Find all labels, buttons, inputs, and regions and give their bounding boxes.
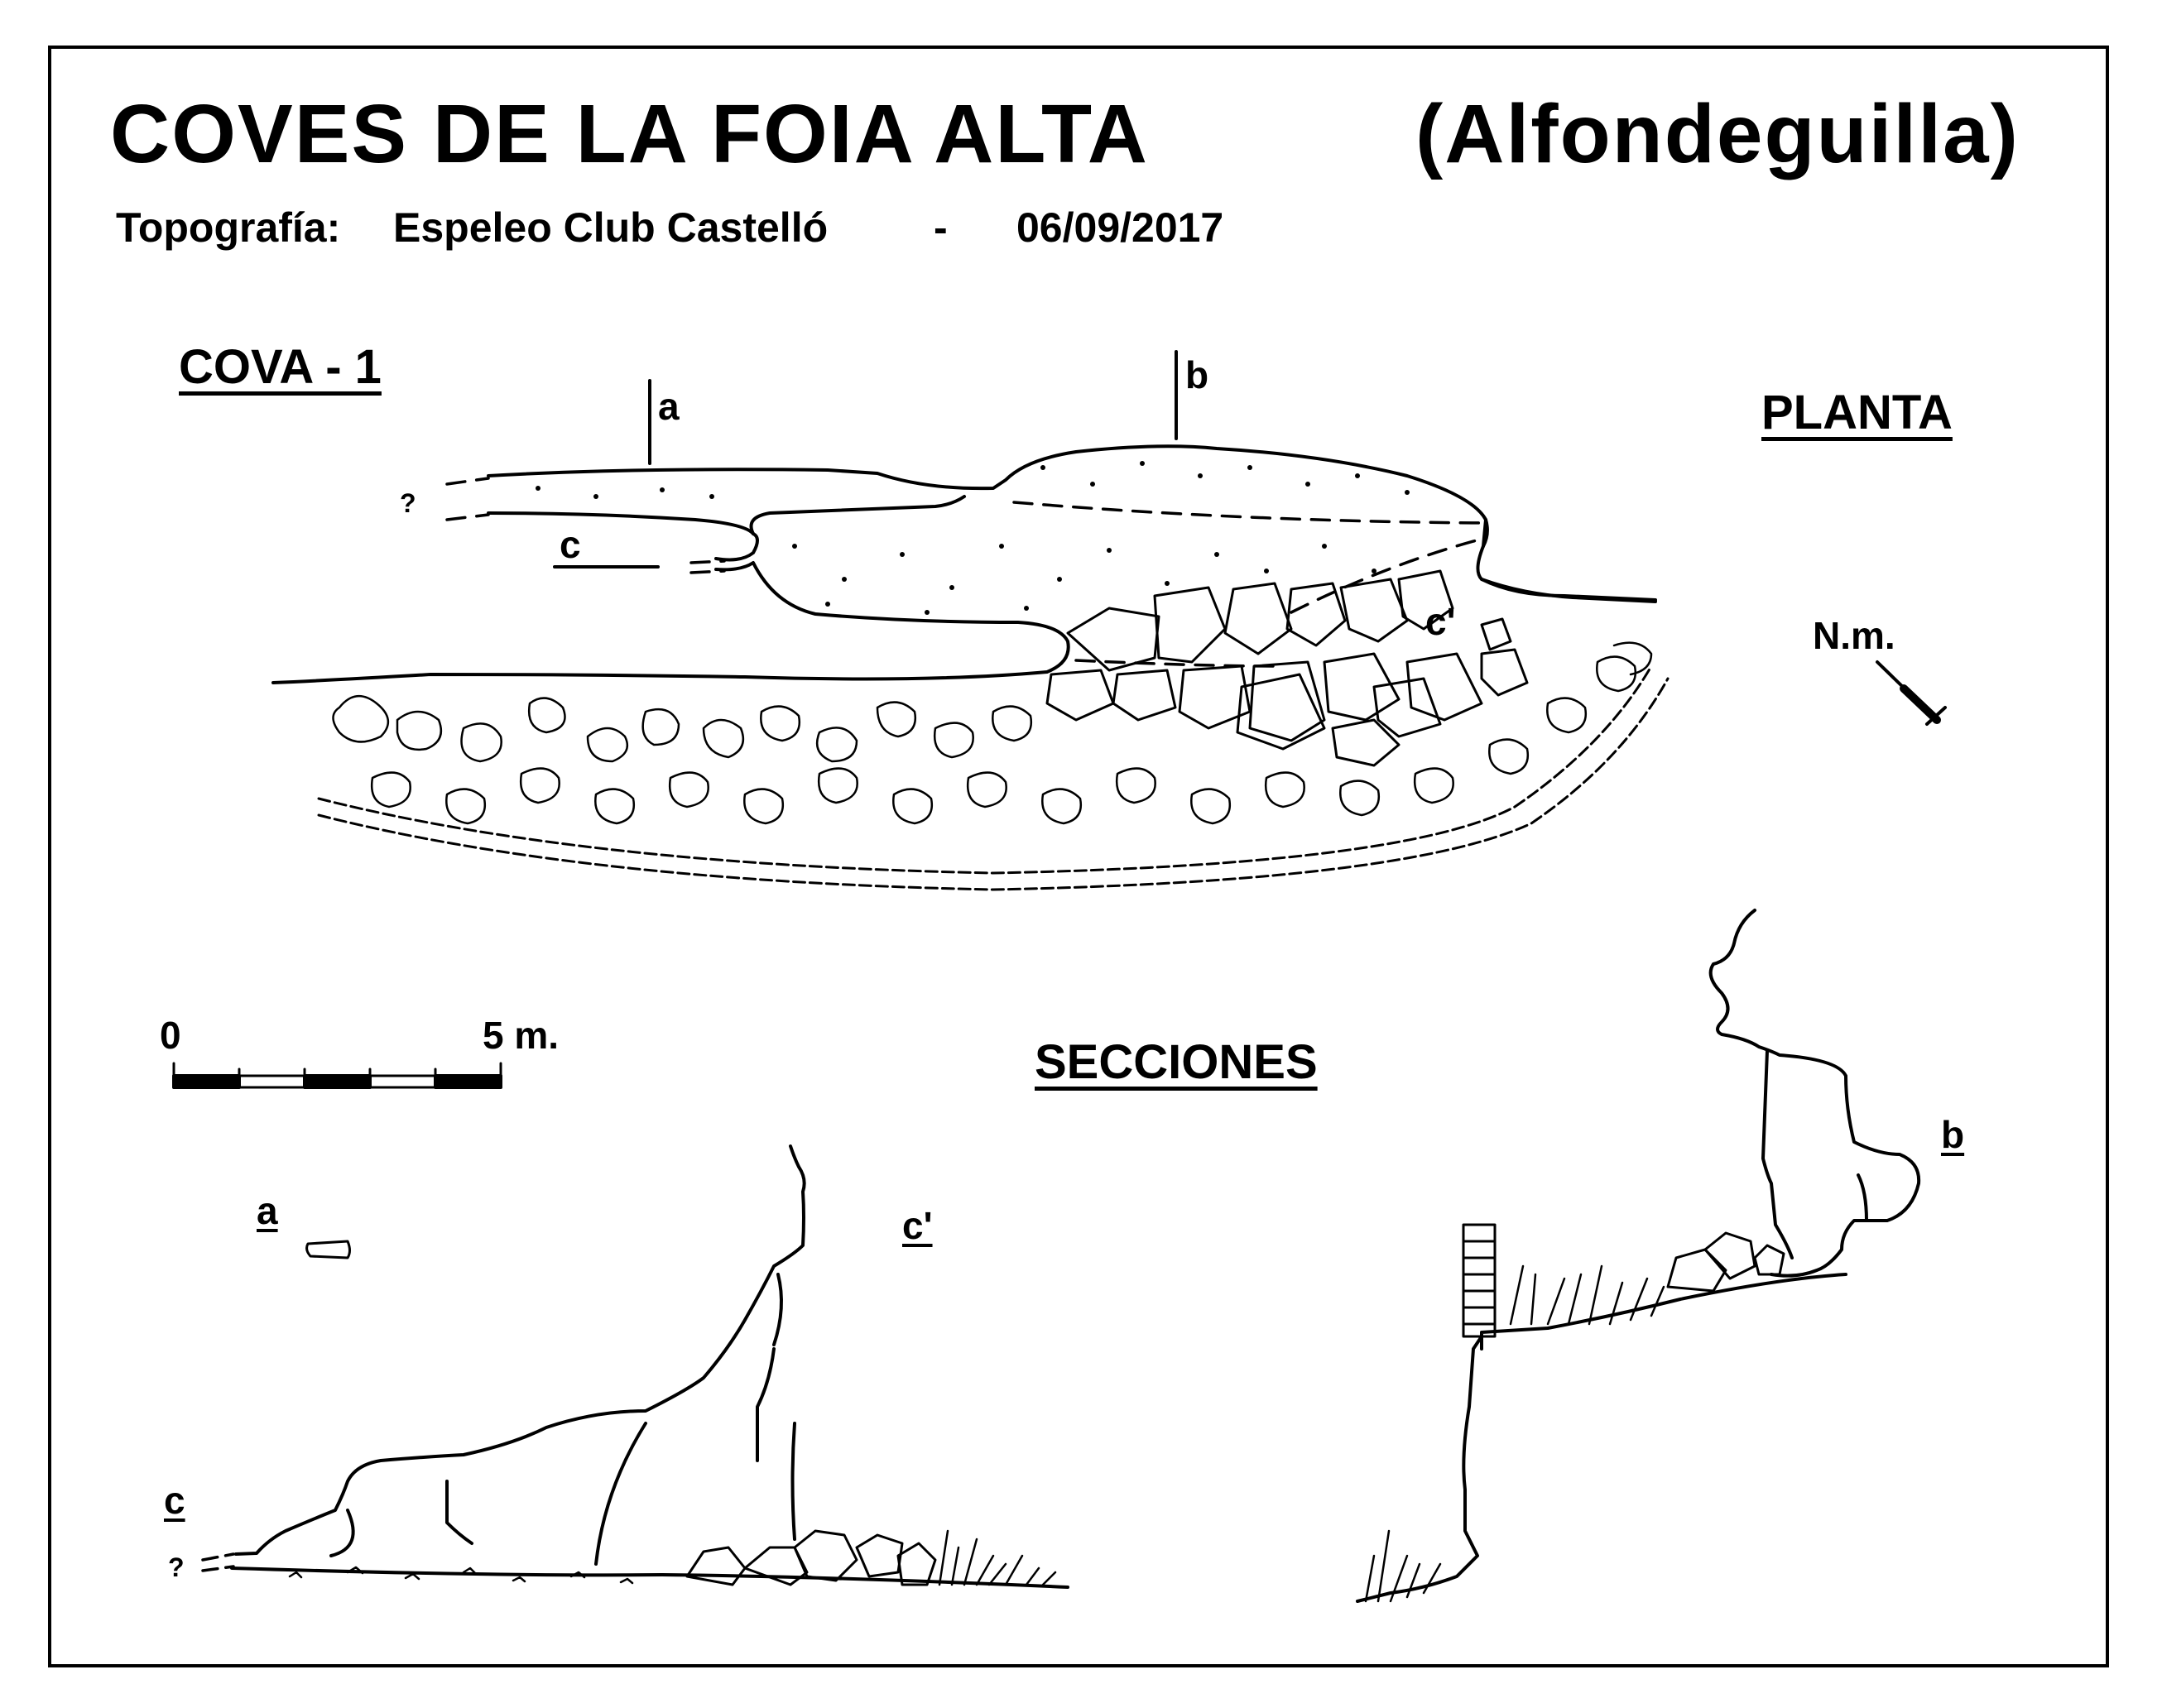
- scale-end-label: 5 m.: [483, 1014, 560, 1057]
- plan-right-outer-wall: [1480, 578, 1657, 602]
- plan-mark-c: c: [560, 523, 581, 566]
- section-a-outline: [305, 1240, 351, 1259]
- section-c-dashed: [201, 1552, 235, 1572]
- section-label-b: b: [1941, 1113, 1965, 1156]
- section-c-boulders: [685, 1529, 937, 1586]
- plan-mark-b: b: [1185, 353, 1209, 396]
- north-label: N.m.: [1813, 614, 1895, 657]
- plan-vegetation: [332, 641, 1653, 825]
- section-b-wall: [1462, 1223, 1497, 1338]
- scale-start-label: 0: [160, 1014, 181, 1057]
- section-b-grass: [1364, 1264, 1665, 1603]
- map-title: COVES DE LA FOIA ALTA: [110, 88, 1149, 180]
- section-b-boulders: [1666, 1231, 1785, 1293]
- plan-boulders: [1045, 569, 1529, 767]
- plan-stone-wall-outer: [317, 677, 1670, 891]
- plan-side-passage: [714, 532, 759, 562]
- plan-floor-dots: [536, 461, 1410, 615]
- credits-label: Topografía:: [116, 204, 341, 251]
- scale-bar: [172, 1062, 502, 1089]
- plan-mark-a: a: [658, 385, 680, 428]
- plan-dashed-lines: [445, 477, 1487, 668]
- plan-right-wall: [1482, 518, 1489, 548]
- section-unknown-mark: ?: [168, 1552, 185, 1582]
- cave-name: COVA - 1: [179, 340, 382, 394]
- plan-upper-wall: [487, 444, 1657, 603]
- plan-heading: PLANTA: [1761, 386, 1953, 439]
- north-arrow: [1876, 660, 1947, 726]
- credits-club: Espeleo Club Castelló: [393, 204, 829, 251]
- section-label-c-prime: c': [902, 1204, 933, 1247]
- plan-unknown-mark: ?: [400, 488, 416, 518]
- credits-separator: -: [934, 204, 948, 251]
- plan-stone-wall-inner: [317, 664, 1653, 875]
- section-c-profile: [230, 1144, 1069, 1589]
- credits-date: 06/09/2017: [1016, 204, 1224, 251]
- map-frame: [48, 46, 2109, 1667]
- section-label-a: a: [257, 1189, 278, 1232]
- section-c-floor-debris: [288, 1566, 634, 1585]
- plan-inner-wall: [749, 495, 966, 535]
- plan-side-passage-lower: [271, 561, 1070, 684]
- map-location: (Alfondeguilla): [1415, 88, 2020, 180]
- section-c-grass: [938, 1529, 1057, 1586]
- plan-lower-passage-wall: [487, 511, 755, 535]
- section-b-profile: [1356, 909, 1921, 1603]
- plan-outline: [271, 444, 1657, 684]
- sections-heading: SECCIONES: [1035, 1035, 1318, 1089]
- section-label-c: c: [164, 1479, 185, 1522]
